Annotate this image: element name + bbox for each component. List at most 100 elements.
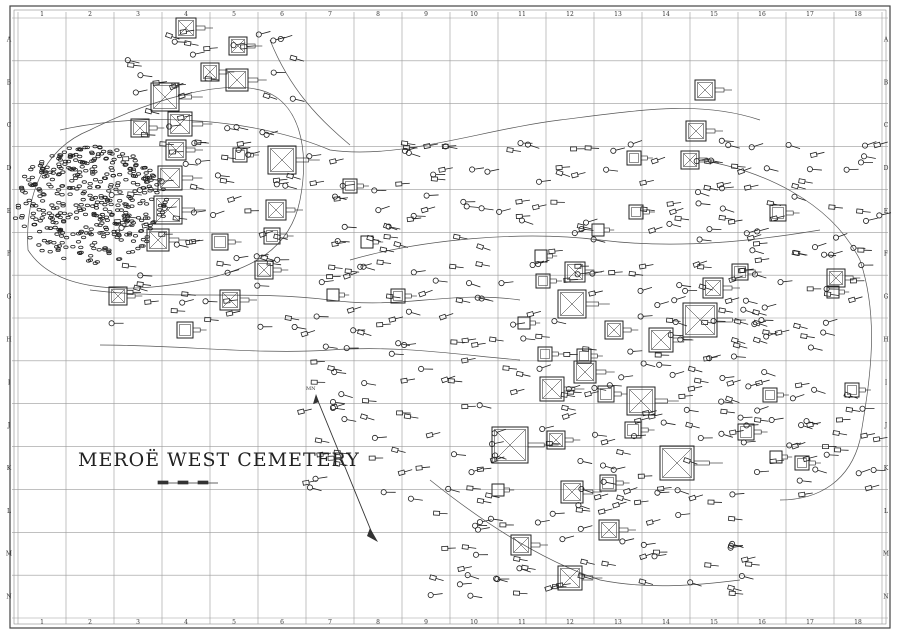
pyramid: [267, 145, 320, 175]
column-label-bottom: 5: [232, 619, 236, 626]
grave: [360, 263, 376, 271]
row-label-right: C: [884, 122, 889, 129]
grave: [820, 329, 835, 336]
grave: [577, 458, 593, 464]
burial-mark: [49, 203, 55, 207]
burial-mark: [80, 191, 86, 196]
burial-mark: [95, 152, 102, 156]
grave: [657, 485, 672, 492]
pyramid: [702, 277, 740, 299]
grave: [730, 353, 746, 360]
grave: [489, 456, 505, 464]
burial-mark: [37, 194, 43, 198]
grave: [395, 181, 410, 187]
pyramid: [573, 360, 615, 384]
grave: [832, 430, 848, 436]
grave: [774, 329, 790, 336]
burial-mark: [50, 220, 56, 224]
pyramid: [826, 285, 850, 299]
burial-mark: [143, 212, 149, 216]
grave: [385, 293, 401, 300]
grave: [687, 385, 703, 392]
grave: [461, 404, 476, 410]
grave: [233, 255, 249, 262]
column-label-top: 8: [376, 11, 380, 18]
grave: [179, 299, 194, 306]
contour-line: [269, 39, 351, 146]
burial-mark: [73, 152, 79, 157]
grave: [592, 431, 607, 438]
grave: [785, 142, 801, 150]
grave: [108, 320, 124, 327]
grave: [731, 163, 746, 169]
burial-mark: [65, 215, 71, 220]
burial-mark: [26, 198, 32, 203]
grave: [166, 123, 182, 130]
burial-mark: [92, 164, 98, 169]
burial-mark: [54, 191, 60, 196]
grave: [606, 382, 622, 389]
grave: [257, 323, 273, 330]
grave: [736, 167, 752, 175]
grave: [752, 336, 768, 344]
burial-mark: [89, 243, 95, 247]
grave: [144, 299, 159, 305]
burial-mark: [103, 157, 109, 161]
grave: [706, 226, 722, 233]
grave: [327, 365, 342, 372]
burial-mark: [140, 237, 146, 242]
burial-mark: [63, 245, 69, 249]
grave: [791, 182, 806, 190]
burial-mark: [92, 240, 98, 245]
column-label-top: 18: [854, 11, 862, 18]
burial-mark: [83, 225, 89, 229]
burial-mark: [96, 248, 102, 252]
grave: [812, 466, 827, 474]
grave: [761, 369, 776, 377]
grave: [489, 441, 504, 447]
burial-mark: [126, 250, 132, 255]
burial-mark: [144, 202, 150, 206]
burial-mark: [129, 204, 135, 208]
burial-mark: [38, 162, 45, 166]
burial-mark: [36, 229, 43, 234]
grave: [748, 143, 764, 151]
burial-mark: [93, 203, 99, 207]
burial-mark: [140, 166, 146, 170]
burial-mark: [101, 176, 108, 180]
grave: [460, 357, 476, 364]
grave: [665, 317, 681, 324]
grave: [864, 484, 880, 492]
grave: [688, 494, 704, 502]
burial-mark: [64, 235, 70, 240]
grave: [438, 166, 453, 173]
grave: [376, 322, 391, 328]
grave: [752, 309, 767, 316]
pyramid: [539, 376, 585, 402]
grave: [341, 223, 357, 230]
pyramid: [263, 227, 294, 245]
burial-mark: [157, 208, 163, 212]
grave: [391, 446, 406, 453]
burial-mark: [49, 177, 56, 182]
burial-mark: [89, 197, 95, 201]
burial-mark: [47, 170, 53, 174]
burial-mark: [36, 207, 42, 212]
grave: [330, 399, 345, 405]
burial-mark: [46, 211, 52, 215]
grave: [359, 413, 375, 421]
grave: [400, 140, 416, 147]
grave: [576, 223, 592, 230]
grave: [618, 374, 634, 381]
grave: [297, 408, 312, 415]
burial-mark: [104, 172, 110, 176]
grave: [806, 421, 821, 428]
grave: [405, 149, 421, 158]
burial-mark: [59, 240, 65, 245]
pyramid: [762, 387, 789, 403]
grave: [272, 177, 288, 184]
grave: [380, 489, 396, 496]
grave: [460, 198, 476, 205]
burial-mark: [162, 200, 168, 204]
burial-mark: [57, 154, 63, 159]
